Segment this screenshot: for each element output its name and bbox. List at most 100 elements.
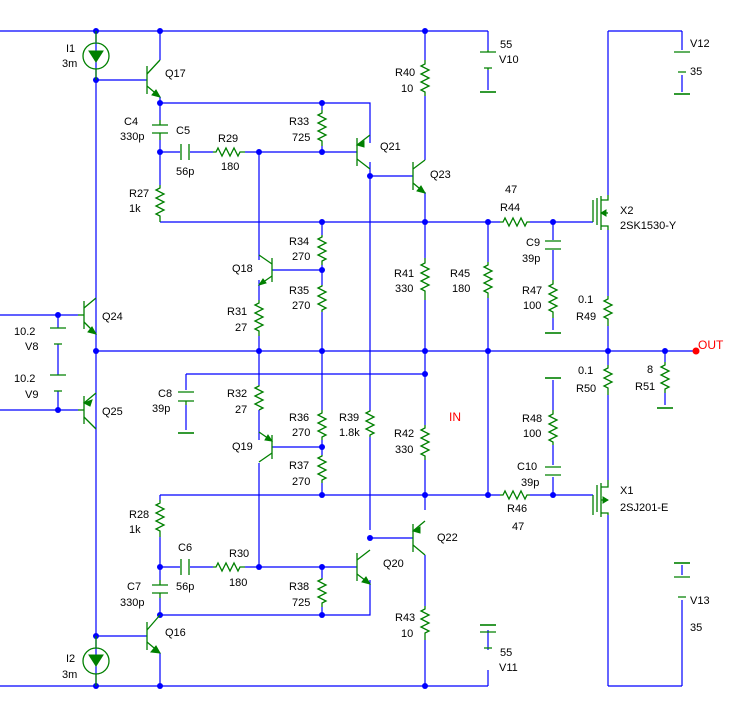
label-r47: R47 [522,285,542,297]
label-i2: I2 [66,653,75,665]
resistor-r31 [253,300,265,336]
battery-v13 [674,576,690,598]
label-c6: C6 [178,542,192,554]
resistor-r27 [154,185,166,222]
label-r42-value: 330 [395,444,413,456]
label-v13: V13 [690,595,710,607]
battery-v12 [674,51,690,73]
resistor-r41 [419,258,431,300]
capacitor-c8 [178,391,194,405]
label-r27-value: 1k [129,203,141,215]
transistor-q23 [412,159,427,194]
resistor-r29 [213,146,245,158]
resistor-r39 [364,410,376,437]
resistors [154,60,671,640]
mosfet-x2 [592,195,609,230]
label-r34: R34 [289,236,309,248]
label-c5-value: 56p [176,166,194,178]
label-c8: C8 [158,388,172,400]
label-v11: V11 [499,662,518,674]
capacitor-c4 [152,120,168,140]
capacitor-c7 [152,580,168,598]
label-r40-value: 10 [401,83,413,95]
label-c10: C10 [517,461,537,473]
label-r29: R29 [218,133,238,145]
label-v8-value: 10.2 [14,326,35,338]
battery-v10 [480,50,496,70]
label-r51-value: 8 [647,364,653,376]
label-r38-value: 725 [292,597,310,609]
label-q16: Q16 [165,627,186,639]
current-source-i2 [82,636,110,686]
label-r39-value: 1.8k [339,427,360,439]
label-c7: C7 [127,581,141,593]
label-q18: Q18 [232,263,253,275]
transistor-q21 [355,134,371,170]
resistor-r42 [419,425,431,460]
label-r36-value: 270 [292,427,310,439]
transistor-q17 [146,59,162,98]
label-r48: R48 [522,413,542,425]
label-r45-value: 180 [452,283,470,295]
label-v10: V10 [499,54,519,66]
capacitor-c10 [545,466,561,476]
battery-v9 [50,374,66,392]
label-r40: R40 [395,67,415,79]
resistor-r48 [547,410,559,445]
label-r37-value: 270 [292,476,310,488]
label-c7-value: 330p [120,597,144,609]
resistor-r46 [500,489,530,501]
capacitor-c5 [180,144,190,160]
junctions [55,28,700,689]
label-r39: R39 [339,412,359,424]
resistor-r34 [316,235,328,265]
resistor-r40 [419,60,431,96]
label-r43-value: 10 [401,628,413,640]
label-r49-value: 0.1 [578,294,593,306]
mosfet-x1 [592,480,609,517]
label-x1-value: 2SJ201-E [620,502,668,514]
label-i1: I1 [66,43,75,55]
label-r33-value: 725 [292,132,310,144]
label-r32: R32 [227,388,247,400]
node-label-out: OUT [698,338,724,352]
label-c6-value: 56p [176,581,194,593]
label-c4: C4 [124,116,138,128]
label-r47-value: 100 [523,300,541,312]
label-r46-value: 47 [512,521,524,533]
label-v8: V8 [25,341,38,353]
transistor-q24 [78,297,98,335]
label-x2: X2 [620,205,633,217]
label-i2-value: 3m [62,669,77,681]
label-r37: R37 [289,460,309,472]
label-r48-value: 100 [523,428,541,440]
resistor-r36 [316,410,328,440]
transistor-q20 [356,549,372,585]
capacitor-c6 [180,559,190,575]
label-i1-value: 3m [62,58,77,70]
label-r49: R49 [576,311,596,323]
label-v11-value: 55 [500,647,512,659]
label-r35-value: 270 [292,300,310,312]
label-r45: R45 [450,268,470,280]
label-r41-value: 330 [395,283,413,295]
resistor-r30 [213,561,245,573]
transistor-q25 [78,392,97,430]
label-r29-value: 180 [221,161,239,173]
label-r44-value: 47 [505,184,517,196]
resistor-r50 [602,365,614,395]
resistor-r38 [316,578,328,607]
label-v13-value: 35 [690,622,702,634]
label-v12-value: 35 [690,66,702,78]
label-v9: V9 [25,389,38,401]
resistor-r49 [602,296,614,326]
transistor-q18 [257,254,273,286]
node-label-in: IN [449,410,461,424]
capacitors [152,120,561,598]
label-c8-value: 39p [152,403,170,415]
resistor-r43 [419,606,431,640]
label-r50-value: 0.1 [578,365,593,377]
label-r46: R46 [507,503,527,515]
label-r38: R38 [289,581,309,593]
